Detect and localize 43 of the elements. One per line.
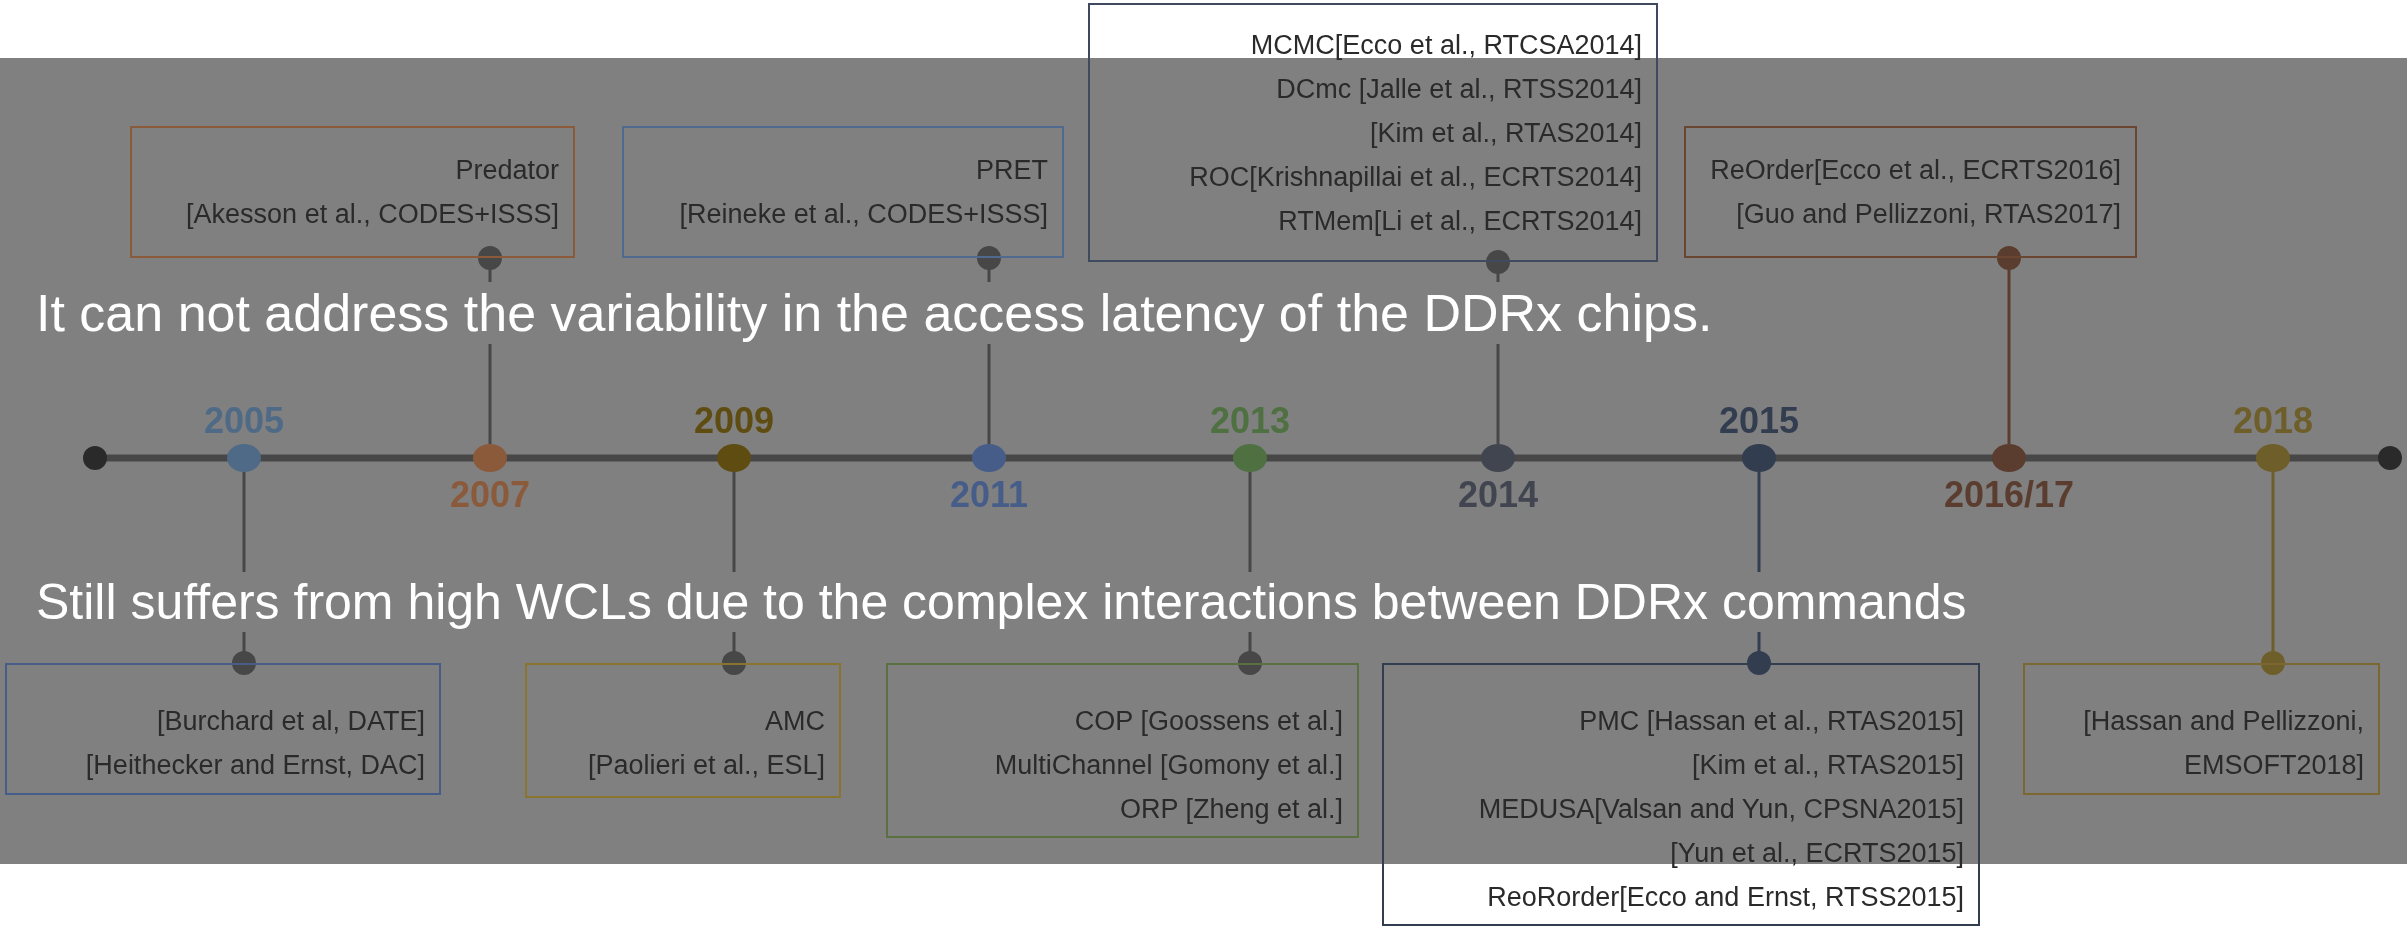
reference-text: [Burchard et al, DATE] [156,705,425,738]
reference-text: [Akesson et al., CODES+ISSS] [186,198,559,231]
reference-text: PRET [976,154,1048,187]
year-label: 2011 [949,473,1029,517]
reference-text: Predator [455,154,559,187]
reference-text: [Reineke et al., CODES+ISSS] [679,198,1048,231]
reference-box [2023,663,2380,795]
year-label: 2007 [449,473,531,517]
reference-box [130,126,575,258]
reference-text: [Guo and Pellizzoni, RTAS2017] [1736,198,2121,231]
reference-box [1684,126,2137,258]
reference-text: [Hassan and Pellizzoni, EMSOFT2018] [2082,705,2364,782]
reference-text: COP [Goossens et al.] [1074,705,1343,738]
reference-box [1382,663,1980,926]
year-label: 2009 [693,399,775,443]
reference-box [525,663,841,798]
year-label: 2014 [1457,473,1539,517]
connector-line [1997,246,2021,444]
reference-box [1088,3,1658,262]
reference-text: PMC [Hassan et al., RTAS2015] [1579,705,1964,738]
year-label: 2016/17 [1943,473,2075,517]
reference-box [886,663,1359,838]
reference-box [622,126,1064,258]
year-label: 2018 [2232,399,2314,443]
reference-text: DCmc [Jalle et al., RTSS2014] [1276,72,1642,106]
reference-text: ReoRorder[Ecco and Ernst, RTSS2015] [1487,881,1964,914]
reference-text: RTMem[Li et al., ECRTS2014] [1278,204,1642,238]
connector-line [2261,472,2285,675]
reference-text: [Paolieri et al., ESL] [587,749,825,782]
reference-text: ORP [Zheng et al.] [1119,793,1343,826]
reference-text: [Yun et al., ECRTS2015] [1670,837,1964,870]
reference-box [5,663,441,795]
reference-text: ROC[Krishnapillai et al., ECRTS2014] [1189,160,1642,194]
year-label: 2013 [1209,399,1291,443]
reference-text: MultiChannel [Gomony et al.] [994,749,1343,782]
year-label: 2015 [1718,399,1800,443]
reference-text: [Heithecker and Ernst, DAC] [85,749,425,782]
reference-text: MEDUSA[Valsan and Yun, CPSNA2015] [1478,793,1964,826]
reference-text: MCMC[Ecco et al., RTCSA2014] [1250,28,1642,62]
reference-text: [Kim et al., RTAS2014] [1369,116,1642,150]
reference-text: AMC [765,705,825,738]
reference-text: [Kim et al., RTAS2015] [1691,749,1964,782]
reference-text: ReOrder[Ecco et al., ECRTS2016] [1710,154,2121,187]
